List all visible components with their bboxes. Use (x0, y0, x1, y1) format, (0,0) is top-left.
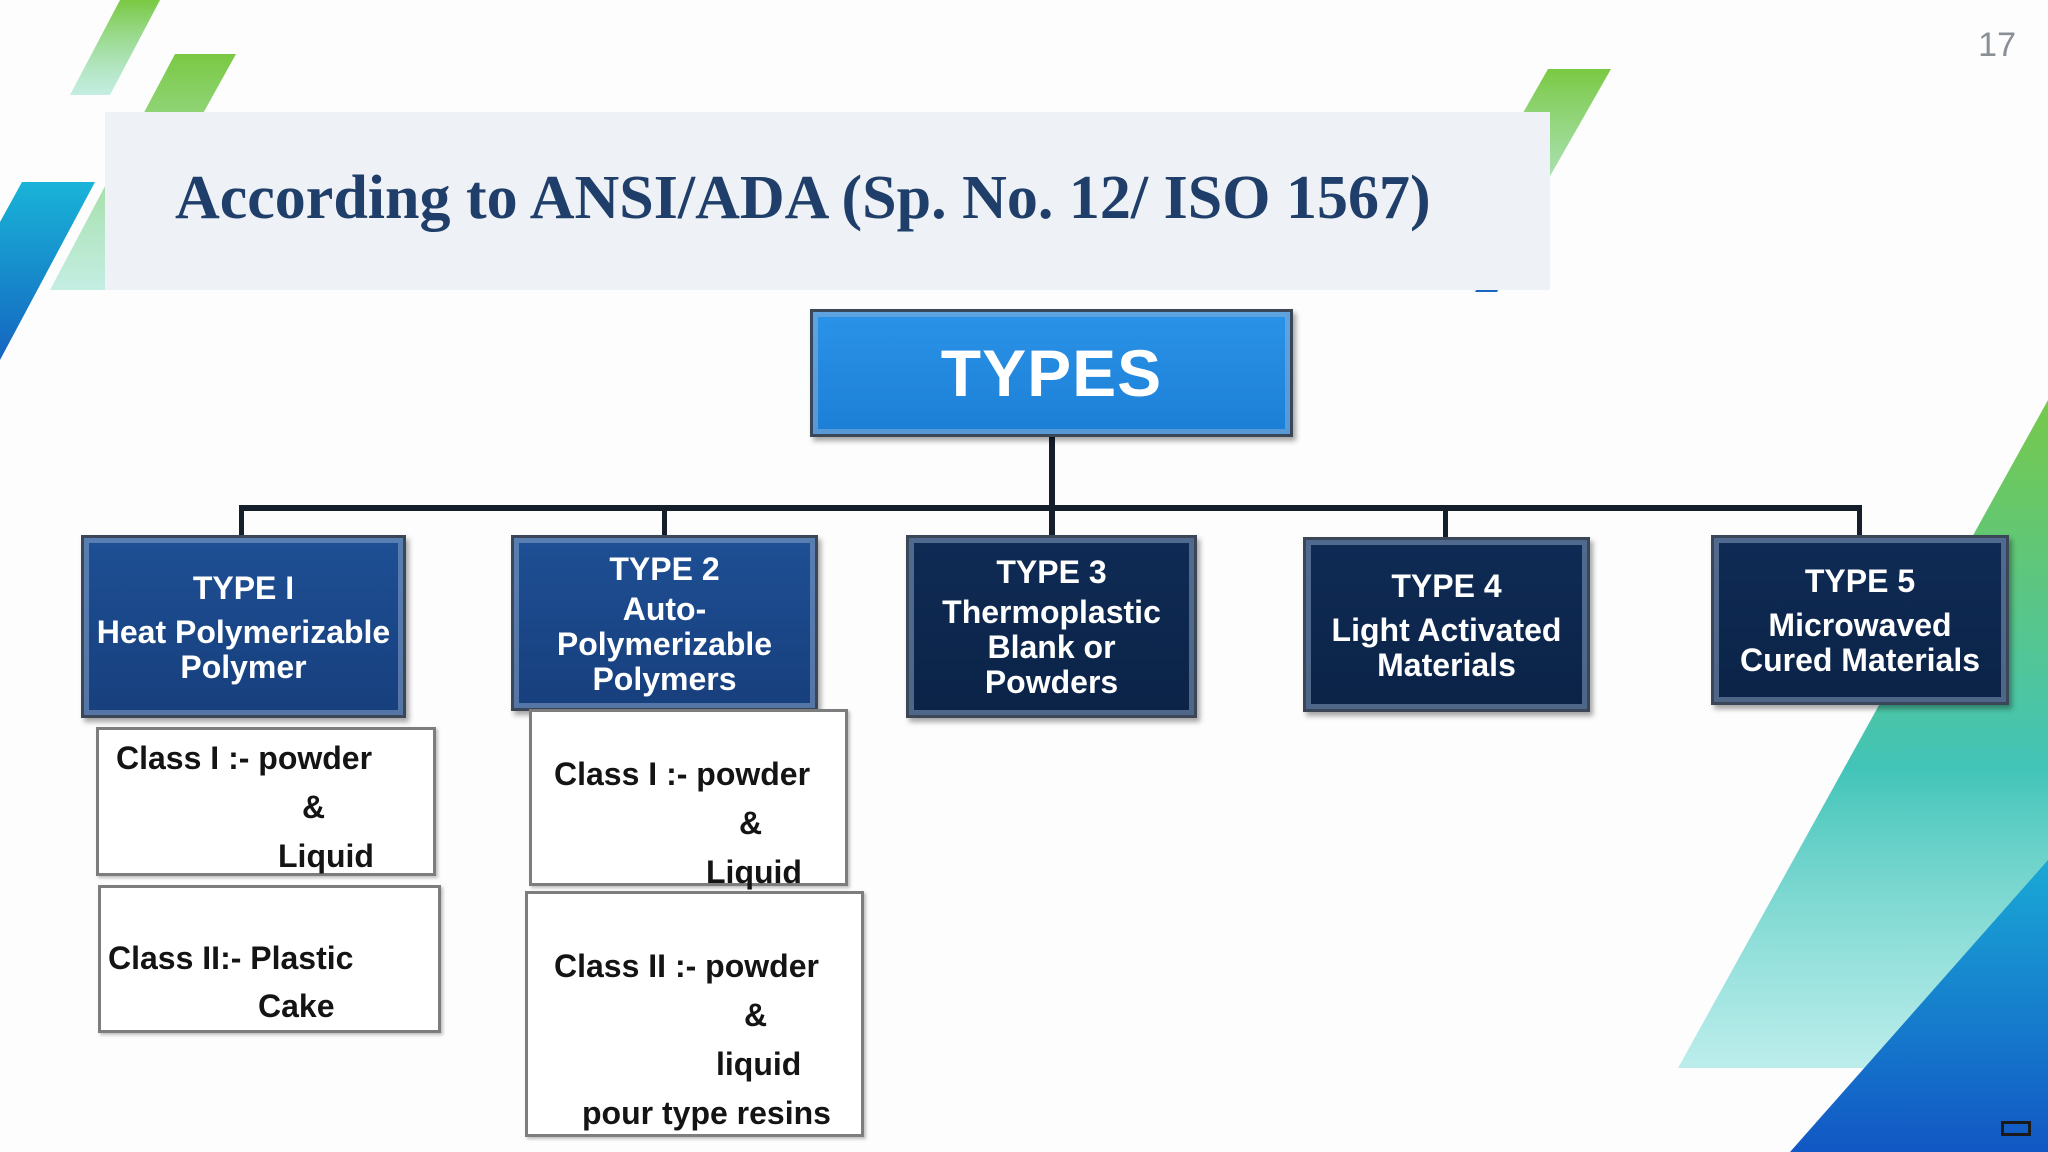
type-4-name-line-1: Light Activated (1331, 611, 1562, 648)
type-2-class-2-box[interactable]: Class II :- powder & liquid pour type re… (525, 891, 864, 1137)
type-3-label: TYPE 3 (996, 554, 1107, 590)
type-1-class-2-box[interactable]: Class II:- Plastic Cake (98, 885, 441, 1033)
connector-drop-type-2 (662, 505, 667, 537)
type-1-class-1-line-1: Class I :- powder (116, 740, 373, 776)
type-4-label: TYPE 4 (1391, 567, 1502, 604)
connector-drop-type-3 (1049, 505, 1055, 537)
type-2-class-2-line-1: Class II :- powder (554, 948, 819, 984)
type-1-label: TYPE I (192, 569, 295, 606)
deco-stripe-right-blue (1790, 860, 2048, 1152)
deco-stripe-blue-left (0, 182, 95, 360)
type-node-5[interactable]: TYPE 5 Microwaved Cured Materials (1711, 535, 2009, 705)
type-1-class-2-line-2: Cake (258, 988, 335, 1024)
type-2-class-2-line-4: pour type resins (582, 1095, 831, 1131)
type-2-class-1-line-2: & (739, 805, 763, 841)
type-1-name-line-1: Heat Polymerizable (96, 613, 391, 650)
type-1-class-1-line-2: & (302, 789, 326, 825)
type-2-name-line-2: Polymerizable (556, 625, 773, 662)
connector-drop-type-4 (1443, 505, 1448, 537)
type-4-name-line-2: Materials (1377, 646, 1516, 683)
type-2-class-1-line-3: Liquid (706, 854, 802, 890)
type-node-1[interactable]: TYPE I Heat Polymerizable Polymer (81, 535, 406, 718)
type-2-class-2-line-2: & (744, 997, 768, 1033)
type-1-name-line-2: Polymer (180, 648, 307, 685)
type-5-name-line-2: Cured Materials (1739, 642, 1981, 678)
type-2-class-1-box[interactable]: Class I :- powder & Liquid (529, 709, 848, 890)
type-1-class-1-box[interactable]: Class I :- powder & Liquid (96, 727, 436, 876)
slide-title: According to ANSI/ADA (Sp. No. 12/ ISO 1… (175, 164, 1431, 232)
type-2-class-2-line-3: liquid (716, 1046, 802, 1082)
type-2-label: TYPE 2 (609, 550, 720, 587)
type-2-name-line-3: Polymers (592, 660, 737, 697)
title-banner (105, 112, 1550, 290)
type-2-name-line-1: Auto- (622, 590, 707, 627)
connector-drop-type-5 (1857, 505, 1862, 537)
type-5-label: TYPE 5 (1804, 563, 1916, 599)
deco-stripe-green-small (70, 0, 160, 95)
root-node-label: TYPES (940, 336, 1163, 410)
type-3-name-line-3: Powders (984, 664, 1119, 700)
connector-root-stem (1049, 437, 1055, 507)
type-2-class-1-line-1: Class I :- powder (554, 756, 811, 792)
type-node-3[interactable]: TYPE 3 Thermoplastic Blank or Powders (906, 535, 1197, 718)
slide-view-icon[interactable] (2001, 1121, 2031, 1136)
connector-drop-type-1 (239, 505, 244, 537)
type-node-4[interactable]: TYPE 4 Light Activated Materials (1303, 537, 1590, 712)
type-3-name-line-1: Thermoplastic (942, 594, 1161, 630)
type-node-2[interactable]: TYPE 2 Auto- Polymerizable Polymers (511, 535, 818, 711)
type-5-name-line-1: Microwaved (1768, 607, 1952, 643)
type-1-class-1-line-3: Liquid (278, 838, 374, 874)
type-3-name-line-2: Blank or (987, 629, 1116, 665)
type-1-class-2-line-1: Class II:- Plastic (108, 940, 354, 976)
root-node-types[interactable]: TYPES (810, 309, 1293, 437)
page-number: 17 (1978, 26, 2016, 64)
